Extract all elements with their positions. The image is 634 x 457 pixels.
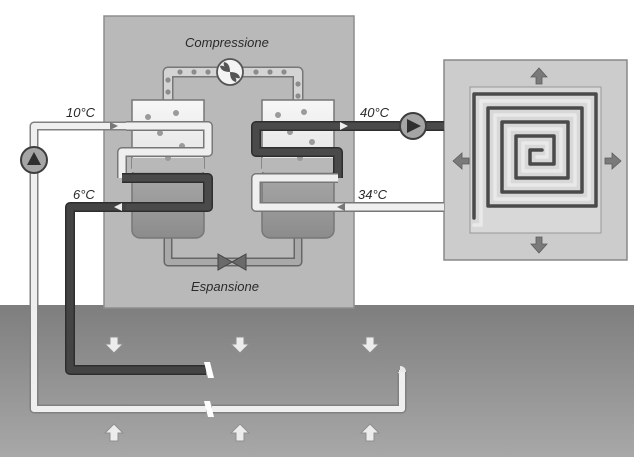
floor-circulation-pump [399, 112, 427, 140]
compressor [216, 58, 244, 86]
pump-triangle-icon [407, 119, 421, 133]
ground-circulation-pump [20, 146, 48, 174]
ground-layer [0, 305, 634, 457]
temperature-floor-return: 34°C [358, 187, 388, 202]
evaporator [131, 99, 205, 239]
flow-arrows [110, 122, 348, 211]
pump-triangle-icon [27, 152, 41, 165]
heat-up-arrow-icon [359, 423, 381, 442]
heat-down-arrow-icon [359, 336, 381, 354]
heat-up-arrow-icon [229, 423, 251, 442]
flow-arrow-right-icon [110, 122, 118, 130]
arrow-down-icon [530, 236, 548, 254]
ground-loop-light-pipe [29, 121, 407, 414]
arrow-right-icon [604, 152, 622, 170]
arrow-left-icon [452, 152, 470, 170]
flow-arrow-right-icon [340, 122, 348, 130]
condenser-coils [251, 121, 343, 212]
heat-down-arrow-icon [229, 336, 251, 354]
floor-heating-panel [443, 59, 628, 261]
temperature-ground-out: 6°C [73, 187, 95, 202]
compressor-fan-icon [220, 62, 240, 82]
evaporator-coils [117, 121, 213, 212]
arrow-up-icon [530, 67, 548, 85]
compression-label: Compressione [185, 35, 269, 50]
flow-arrow-left-icon [337, 203, 345, 211]
pipe-break-marks [204, 362, 214, 417]
expansion-label: Espansione [191, 279, 259, 294]
heat-down-arrow-icon [103, 336, 125, 354]
temperature-floor-supply: 40°C [360, 105, 390, 120]
refrigerant-bubbles-top [165, 69, 301, 99]
expansion-valve [217, 253, 247, 271]
ground-heat-arrows [103, 336, 381, 442]
temperature-ground-in: 10°C [66, 105, 96, 120]
flow-arrow-left-icon [114, 203, 122, 211]
heat-up-arrow-icon [103, 423, 125, 442]
ground-loop-dark-pipe [65, 202, 406, 375]
radiant-coil [472, 92, 598, 227]
condenser [261, 99, 335, 239]
